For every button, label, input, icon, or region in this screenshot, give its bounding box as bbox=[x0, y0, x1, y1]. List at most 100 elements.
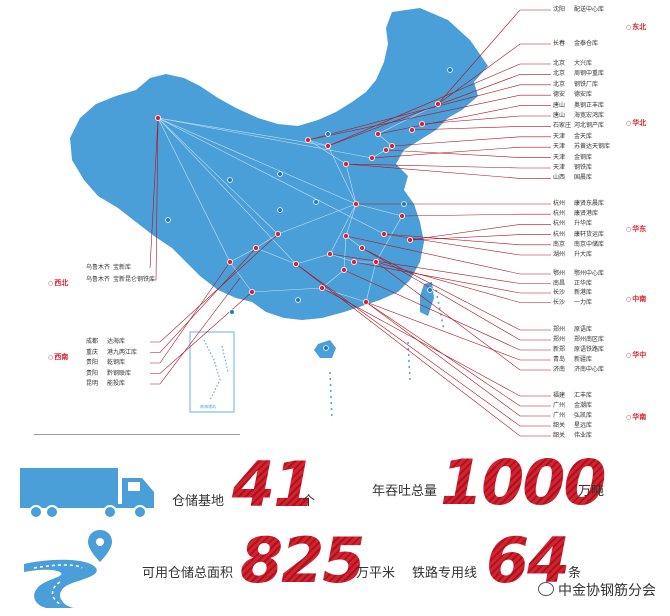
warehouse-name: 国晨库 bbox=[574, 174, 593, 182]
section-divider bbox=[34, 434, 240, 435]
region-huazhong: 华中 bbox=[626, 350, 646, 360]
rail-lines-value: 64 bbox=[486, 524, 570, 597]
rail-lines-label: 铁路专用线 bbox=[412, 566, 478, 581]
warehouse-name: 黔钢联库 bbox=[107, 369, 132, 377]
warehouse-city: 新郑 bbox=[553, 346, 566, 353]
warehouse-name: 宝新库 bbox=[113, 264, 132, 271]
leader-line bbox=[321, 287, 551, 397]
warehouse-city: 杭州 bbox=[553, 220, 566, 228]
network-link bbox=[157, 117, 357, 205]
warehouse-city: 南京 bbox=[553, 240, 566, 248]
warehouse-label: 长沙新港库 bbox=[553, 289, 592, 297]
warehouse-label: 石家庄河北钢产库 bbox=[553, 122, 604, 130]
warehouse-city: 唐山 bbox=[553, 101, 566, 109]
warehouse-node-red bbox=[326, 250, 333, 257]
warehouse-city: 广州 bbox=[553, 412, 566, 419]
watermark: 中金协钢筋分会 bbox=[538, 580, 656, 600]
warehouse-node-red bbox=[350, 258, 357, 265]
warehouse-node-red bbox=[342, 232, 349, 239]
warehouse-label: 天津金钢库 bbox=[553, 154, 592, 162]
warehouse-node-red bbox=[340, 266, 347, 273]
network-link bbox=[157, 117, 385, 235]
warehouse-city: 韶关 bbox=[553, 432, 566, 439]
warehouse-name: 苏黄达天钢库 bbox=[574, 143, 611, 151]
warehouse-node-blue bbox=[447, 67, 453, 73]
warehouse-label: 福建汇丰库 bbox=[553, 392, 592, 400]
wechat-icon bbox=[538, 582, 554, 596]
stats-section: 仓储基地 41 个 年吞吐总量 1000 万吨 可用仓储总面积 825 万平米 … bbox=[0, 446, 670, 616]
network-link bbox=[371, 145, 393, 159]
warehouse-node-blue bbox=[427, 287, 433, 293]
leader-line bbox=[150, 233, 279, 343]
network-link bbox=[377, 133, 393, 147]
warehouse-city: 昆明 bbox=[86, 380, 99, 387]
warehouse-city: 北京 bbox=[553, 60, 566, 67]
leader-line bbox=[371, 146, 551, 159]
watermark-text: 中金协钢筋分会 bbox=[558, 583, 656, 599]
warehouse-city: 乌鲁木齐 bbox=[86, 276, 111, 283]
network-link bbox=[277, 203, 357, 235]
warehouse-node-red bbox=[408, 127, 415, 134]
truck-icon bbox=[20, 468, 154, 519]
warehouse-city: 南昌 bbox=[553, 279, 566, 287]
warehouse-name: 金钢库 bbox=[574, 153, 593, 161]
warehouse-city: 天津 bbox=[553, 143, 566, 151]
leader-line bbox=[345, 163, 551, 169]
network-link bbox=[157, 117, 231, 263]
warehouse-label: 济南济南中心库 bbox=[553, 366, 604, 374]
network-link bbox=[321, 269, 345, 289]
network-link bbox=[229, 261, 253, 293]
leader-line bbox=[345, 163, 551, 179]
warehouse-label: 杭州康轩货运库 bbox=[553, 231, 604, 239]
warehouse-name: 奥钢正丰库 bbox=[574, 101, 605, 109]
leader-line bbox=[365, 301, 551, 407]
warehouse-name: 达海库 bbox=[107, 338, 126, 345]
network-link bbox=[255, 233, 279, 249]
total-area-unit: 万平米 bbox=[356, 566, 396, 581]
warehouse-label: 昆明能投库 bbox=[86, 380, 125, 388]
rail-lines-unit: 条 bbox=[568, 566, 582, 581]
warehouse-label: 南京南京中储库 bbox=[553, 241, 604, 249]
warehouse-name: 正华库 bbox=[574, 279, 593, 287]
warehouse-name: 星远库 bbox=[574, 422, 593, 429]
warehouse-node-blue bbox=[313, 199, 319, 205]
warehouse-name: 升大库 bbox=[574, 251, 593, 258]
total-area-value: 825 bbox=[240, 524, 365, 597]
warehouse-name: 康贤东晨库 bbox=[574, 200, 605, 207]
warehouse-node-blue bbox=[277, 171, 283, 177]
warehouse-label: 杭州康贤港库 bbox=[553, 210, 598, 218]
leader-line bbox=[365, 301, 551, 417]
warehouse-name: 弘凯库 bbox=[574, 412, 593, 419]
warehouse-node-blue bbox=[165, 217, 171, 223]
warehouse-node-red bbox=[362, 298, 369, 305]
warehouse-city: 郑州 bbox=[553, 336, 566, 343]
warehouse-name: 河北钢产库 bbox=[574, 122, 605, 130]
leader-line bbox=[343, 269, 551, 351]
warehouse-node-red bbox=[352, 200, 359, 207]
storage-bases-value: 41 bbox=[232, 448, 316, 521]
warehouse-label: 郑州原语库 bbox=[553, 326, 592, 334]
warehouse-name: 金潮库 bbox=[574, 402, 593, 409]
storage-bases-unit: 个 bbox=[302, 494, 316, 509]
warehouse-city: 郑州 bbox=[553, 326, 566, 333]
leader-line bbox=[383, 233, 551, 246]
warehouse-name: 南京中储库 bbox=[574, 240, 605, 248]
network-link bbox=[157, 117, 373, 159]
region-xibei: 西北 bbox=[48, 278, 68, 288]
annual-throughput-value: 1000 bbox=[440, 446, 607, 519]
leader-line bbox=[345, 235, 551, 275]
warehouse-label: 天津金天库 bbox=[553, 133, 592, 141]
leader-line bbox=[437, 9, 551, 105]
leader-line bbox=[149, 117, 159, 269]
warehouse-city: 天津 bbox=[553, 153, 566, 161]
warehouse-node-red bbox=[226, 258, 233, 265]
warehouse-label: 杭州康贤东晨库 bbox=[553, 200, 604, 208]
warehouse-label: 韶关伟业库 bbox=[553, 432, 592, 440]
warehouse-label: 唐山奥钢正丰库 bbox=[553, 102, 604, 110]
warehouse-name: 鄂州中心库 bbox=[574, 270, 605, 277]
warehouse-city: 广州 bbox=[553, 402, 566, 409]
warehouse-city: 济南 bbox=[553, 366, 566, 373]
china-warehouse-map: 南海诸岛 bbox=[70, 8, 551, 437]
south-sea-inset-label: 南海诸岛 bbox=[200, 403, 216, 409]
warehouse-label: 乌鲁木齐宝新昆仑钢铁库 bbox=[86, 276, 155, 284]
